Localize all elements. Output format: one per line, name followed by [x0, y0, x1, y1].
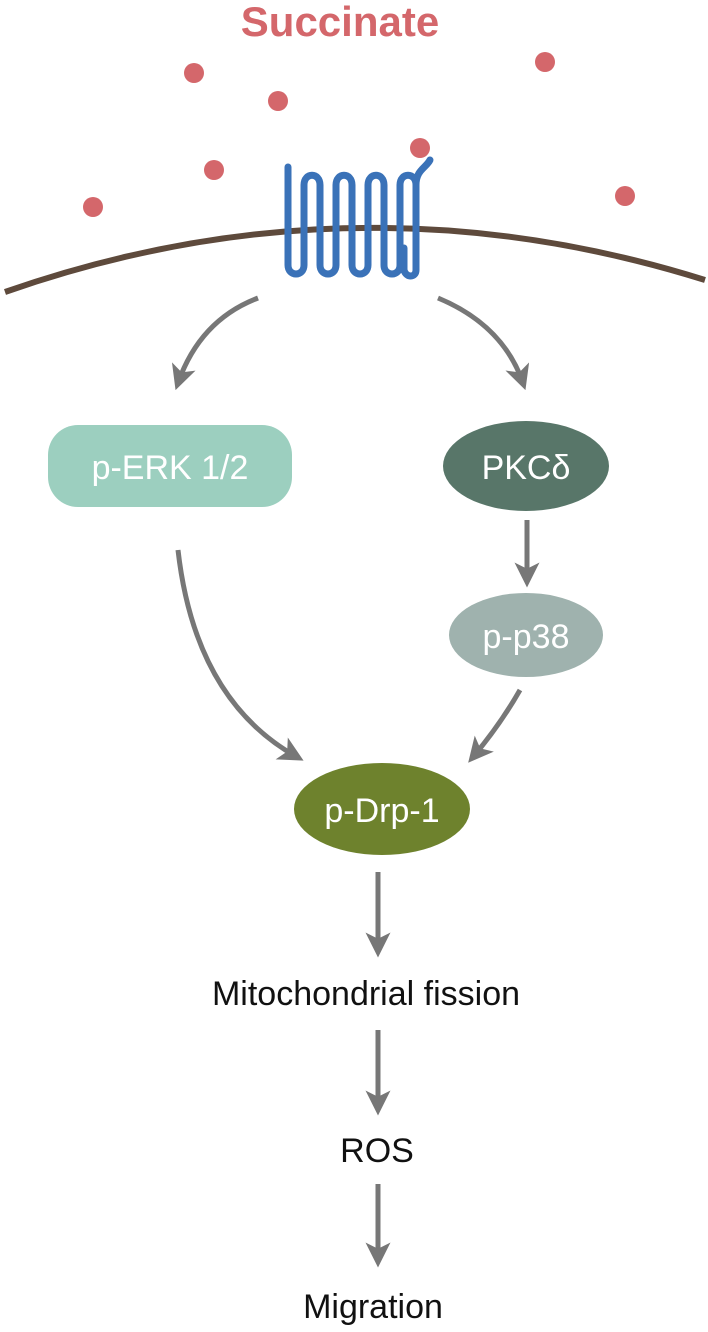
- arrow-receptor-to-erk: [171, 295, 259, 391]
- node-drp1: p-Drp-1: [294, 763, 470, 855]
- node-p38-label: p-p38: [483, 618, 570, 656]
- receptor-tail: [412, 156, 434, 189]
- arrow-p38-to-drp1: [468, 688, 523, 763]
- node-erk-shape: [48, 425, 292, 507]
- outcome-fission: Mitochondrial fission: [212, 975, 520, 1013]
- succinate-dot: [204, 160, 224, 180]
- node-drp1-label: p-Drp-1: [324, 792, 439, 830]
- node-drp1-shape: [294, 763, 470, 855]
- receptor-icon: [284, 163, 420, 280]
- outcome-migration: Migration: [303, 1288, 443, 1326]
- node-pkc: PKCδ: [443, 421, 609, 511]
- succinate-title: Succinate: [241, 0, 439, 45]
- outcome-ros: ROS: [340, 1132, 414, 1170]
- node-pkc-shape: [443, 421, 609, 511]
- node-pkc-label: PKCδ: [482, 449, 571, 487]
- node-p38: p-p38: [449, 593, 603, 677]
- succinate-dot: [268, 91, 288, 111]
- arrow-receptor-to-pkc: [437, 295, 530, 391]
- succinate-dot: [615, 186, 635, 206]
- succinate-dot: [184, 63, 204, 83]
- succinate-dot: [535, 52, 555, 72]
- succinate-molecules: [83, 52, 635, 217]
- node-p38-shape: [449, 593, 603, 677]
- succinate-dot: [410, 138, 430, 158]
- succinate-dot: [83, 197, 103, 217]
- node-erk-label: p-ERK 1/2: [92, 449, 249, 487]
- arrow-erk-to-drp1: [175, 549, 304, 761]
- arrows: [171, 295, 540, 1268]
- node-erk: p-ERK 1/2: [48, 425, 292, 507]
